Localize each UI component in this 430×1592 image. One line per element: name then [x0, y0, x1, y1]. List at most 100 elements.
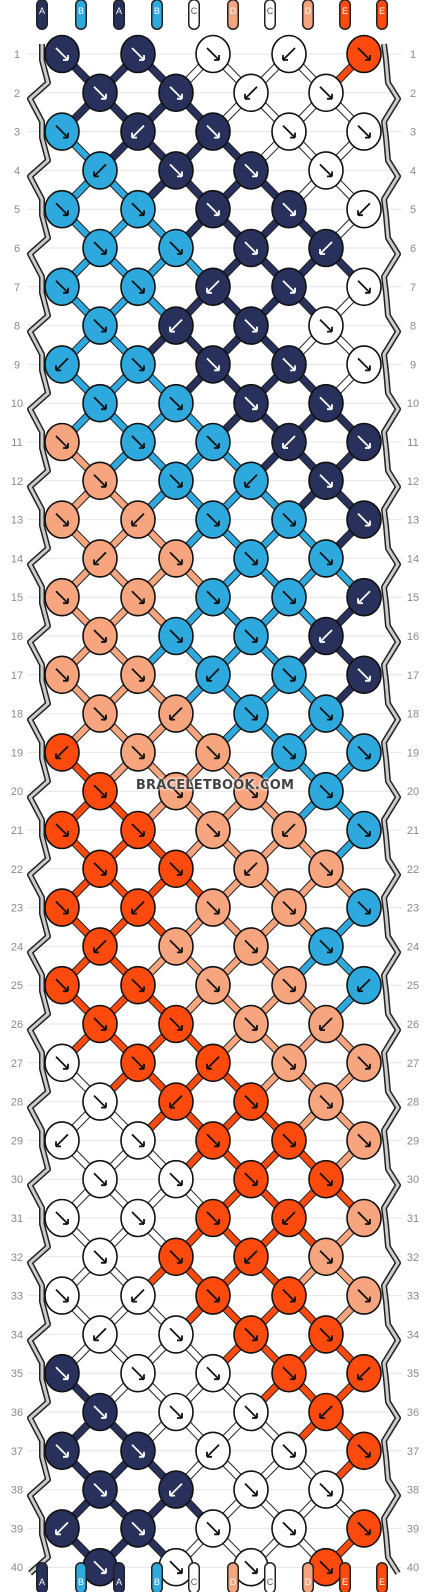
knot — [158, 694, 194, 733]
arrow-head-icon — [93, 947, 99, 954]
arrow-head-icon — [206, 1063, 212, 1070]
row-number-right: 19 — [407, 747, 419, 759]
arrow-icon — [357, 1366, 371, 1380]
knot — [195, 189, 231, 229]
strand-label: E — [342, 1577, 348, 1587]
row-number-left: 22 — [11, 864, 23, 876]
row-number-right: 40 — [407, 1562, 419, 1574]
knot — [44, 189, 80, 229]
arrow-icon — [319, 939, 333, 954]
row-number-right: 6 — [410, 243, 416, 255]
arrow-head-icon — [327, 559, 333, 566]
knot — [233, 306, 269, 345]
knot — [346, 34, 382, 74]
arrow-icon — [93, 318, 107, 333]
arrow-head-icon — [177, 1413, 183, 1419]
knot — [120, 655, 156, 695]
knot — [195, 267, 231, 307]
row-number-left: 35 — [11, 1368, 23, 1380]
knot — [195, 655, 231, 695]
arrow-head-icon — [131, 132, 137, 139]
arrow-head-icon — [63, 1219, 69, 1225]
knot — [44, 1121, 80, 1160]
arrow-head-icon — [327, 714, 333, 721]
knot — [346, 965, 382, 1005]
row-number-left: 9 — [14, 359, 20, 371]
knot — [158, 771, 194, 811]
arrow-head-icon — [206, 675, 212, 682]
arrow-head-icon — [290, 753, 296, 760]
arrow-head-icon — [365, 1296, 371, 1303]
arrow-head-icon — [139, 1529, 145, 1536]
arrow-icon — [206, 823, 220, 837]
arrow-head-icon — [214, 520, 220, 527]
row-number-left: 17 — [11, 670, 23, 682]
knot — [120, 733, 156, 772]
row-number-left: 19 — [11, 747, 23, 759]
arrow-head-icon — [177, 404, 183, 411]
knot — [233, 694, 269, 733]
arrow-icon — [282, 1521, 296, 1536]
arrow-head-icon — [290, 598, 296, 605]
arrow-icon — [55, 512, 69, 527]
arrow-icon — [319, 1250, 333, 1264]
knot — [82, 1004, 118, 1044]
row-number-right: 24 — [407, 941, 419, 953]
knot — [346, 112, 382, 151]
arrow-head-icon — [327, 1257, 333, 1264]
knot — [308, 1004, 344, 1044]
knot — [120, 1121, 156, 1160]
arrow-icon — [55, 1211, 69, 1225]
arrow-head-icon — [365, 55, 371, 61]
knot — [308, 1237, 344, 1277]
arrow-icon — [282, 590, 296, 604]
arrow-head-icon — [244, 481, 250, 488]
row-number-left: 32 — [11, 1252, 23, 1264]
knot — [233, 1004, 269, 1044]
row-number-left: 37 — [11, 1446, 23, 1458]
knot — [120, 1509, 156, 1548]
arrow-head-icon — [93, 1335, 99, 1342]
arrow-icon — [131, 1133, 145, 1148]
knot — [120, 422, 156, 462]
arrow-icon — [282, 668, 296, 682]
arrow-icon — [319, 163, 333, 178]
arrow-icon — [357, 47, 371, 61]
arrow-head-icon — [63, 675, 69, 682]
arrow-head-icon — [365, 443, 371, 449]
arrow-head-icon — [177, 1335, 183, 1342]
arrow-head-icon — [365, 520, 371, 527]
arrow-head-icon — [63, 210, 69, 217]
knot — [44, 1509, 80, 1548]
arrow-icon — [244, 1172, 258, 1186]
arrow-head-icon — [177, 171, 183, 178]
arrow-icon — [244, 706, 258, 721]
arrow-icon — [244, 784, 258, 798]
arrow-head-icon — [365, 132, 371, 139]
arrow-icon — [206, 357, 220, 372]
arrow-head-icon — [177, 637, 183, 643]
arrow-head-icon — [282, 1219, 288, 1225]
knot — [346, 1276, 382, 1315]
arrow-icon — [55, 357, 69, 372]
arrow-head-icon — [365, 1219, 371, 1225]
arrow-head-icon — [252, 947, 258, 954]
arrow-icon — [319, 629, 333, 643]
arrow-head-icon — [365, 908, 371, 915]
arrow-head-icon — [290, 675, 296, 682]
arrow-icon — [244, 1327, 258, 1342]
arrow-icon — [319, 318, 333, 333]
knot — [82, 228, 118, 268]
knot — [195, 1353, 231, 1393]
strand-label: E — [342, 6, 348, 16]
row-number-left: 29 — [11, 1135, 23, 1147]
arrow-icon — [357, 900, 371, 915]
arrow-icon — [206, 435, 220, 449]
arrow-icon — [244, 862, 258, 876]
arrow-icon — [169, 1560, 183, 1574]
row-number-right: 33 — [407, 1291, 419, 1303]
arrow-icon — [93, 163, 107, 178]
arrow-icon — [55, 745, 69, 760]
knot — [308, 383, 344, 423]
